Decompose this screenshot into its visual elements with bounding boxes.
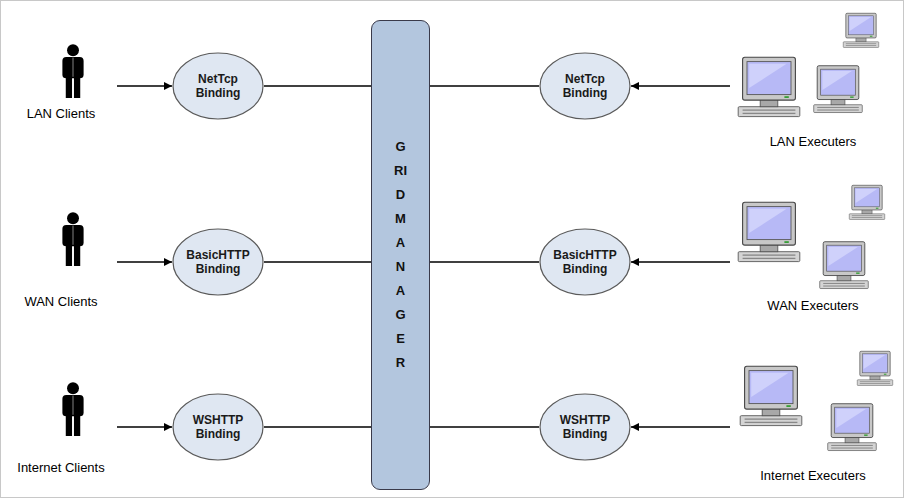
binding-label: BasicHTTP Binding — [184, 248, 252, 276]
connector-line — [264, 426, 371, 427]
connector-line — [430, 85, 539, 86]
manager-band: GRID MANAGER — [371, 20, 430, 490]
connector-line — [631, 261, 730, 262]
binding-ellipse: NetTcp Binding — [172, 52, 264, 120]
binding-ellipse: WSHTTP Binding — [172, 393, 264, 461]
executer-group: WAN Executers — [730, 180, 896, 314]
group-label: LAN Clients — [27, 106, 96, 122]
connector-line — [430, 426, 539, 427]
connector-line — [264, 261, 371, 262]
binding-label: BasicHTTP Binding — [551, 248, 619, 276]
connector-line — [631, 85, 730, 86]
connector-line — [117, 261, 172, 262]
group-label: LAN Executers — [770, 134, 857, 150]
binding-label: WSHTTP Binding — [551, 413, 619, 441]
connector-line — [117, 85, 172, 86]
group-label: WAN Clients — [24, 294, 97, 310]
manager-label: GRID MANAGER — [394, 135, 407, 375]
computer-icon — [857, 351, 892, 385]
connector-line — [117, 426, 172, 427]
computer-icon — [814, 66, 863, 113]
binding-label: WSHTTP Binding — [184, 413, 252, 441]
computer-icon — [820, 242, 869, 289]
group-label: Internet Executers — [760, 468, 866, 484]
binding-ellipse: BasicHTTP Binding — [539, 228, 631, 296]
binding-ellipse: BasicHTTP Binding — [172, 228, 264, 296]
executer-group: LAN Executers — [730, 10, 896, 150]
binding-ellipse: WSHTTP Binding — [539, 393, 631, 461]
group-label: Internet Clients — [17, 460, 104, 476]
executer-group: Internet Executers — [730, 346, 896, 484]
computer-icon — [740, 366, 802, 425]
computer-icon — [849, 185, 884, 219]
client-icon — [62, 382, 83, 436]
binding-label: NetTcp Binding — [184, 72, 252, 100]
connector-line — [631, 426, 730, 427]
client-figure: LAN Clients — [5, 40, 117, 122]
client-icon — [62, 212, 83, 266]
connector-line — [264, 85, 371, 86]
computer-icon — [738, 202, 800, 261]
group-label: WAN Executers — [767, 298, 858, 314]
binding-label: NetTcp Binding — [551, 72, 619, 100]
client-icon — [62, 44, 83, 98]
connector-line — [430, 261, 539, 262]
client-figure: Internet Clients — [5, 378, 117, 476]
computer-icon — [828, 404, 877, 451]
client-figure: WAN Clients — [5, 208, 117, 310]
computer-icon — [843, 13, 878, 47]
binding-ellipse: NetTcp Binding — [539, 52, 631, 120]
computer-icon — [738, 57, 800, 116]
